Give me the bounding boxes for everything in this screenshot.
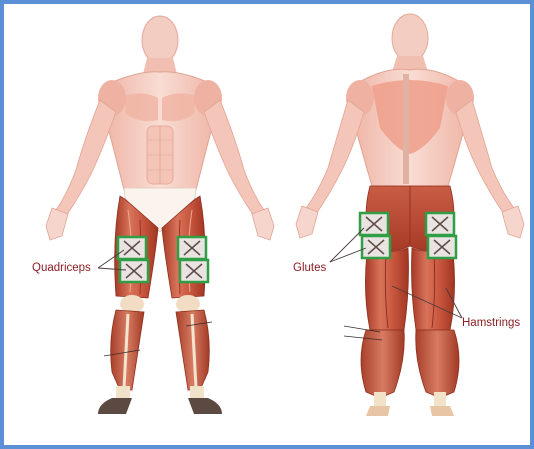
electrode-pad-icon xyxy=(360,213,388,235)
glutes-pointer xyxy=(330,228,364,262)
front-right-hand xyxy=(252,208,274,240)
back-right-calf xyxy=(416,330,459,398)
front-left-arm xyxy=(56,100,116,216)
electrode-pad-icon xyxy=(178,237,206,259)
back-right-foot xyxy=(430,406,454,416)
electrode-pad-icon xyxy=(362,236,390,258)
front-right-arm xyxy=(204,100,264,216)
electrode-pad-icon xyxy=(120,260,148,282)
back-body xyxy=(296,14,524,416)
hamstrings-label: Hamstrings xyxy=(462,317,520,329)
quadriceps-label: Quadriceps xyxy=(32,262,91,274)
front-head xyxy=(142,16,178,64)
back-left-hand xyxy=(296,206,318,238)
glutes-label: Glutes xyxy=(293,262,326,274)
electrode-pad-icon xyxy=(426,213,454,235)
front-body xyxy=(46,16,274,414)
back-right-hand xyxy=(502,206,524,238)
back-head xyxy=(392,14,428,62)
front-left-foot xyxy=(98,398,132,414)
glutes-pointer xyxy=(330,248,366,262)
back-left-calf xyxy=(361,330,404,398)
back-right-arm xyxy=(456,100,514,214)
electrode-pad-icon xyxy=(180,260,208,282)
back-left-arm xyxy=(306,100,364,214)
back-left-foot xyxy=(366,406,390,416)
electrode-pad-icon xyxy=(118,237,146,259)
front-left-hand xyxy=(46,208,68,240)
electrode-pad-icon xyxy=(428,236,456,258)
front-right-foot xyxy=(188,398,222,414)
